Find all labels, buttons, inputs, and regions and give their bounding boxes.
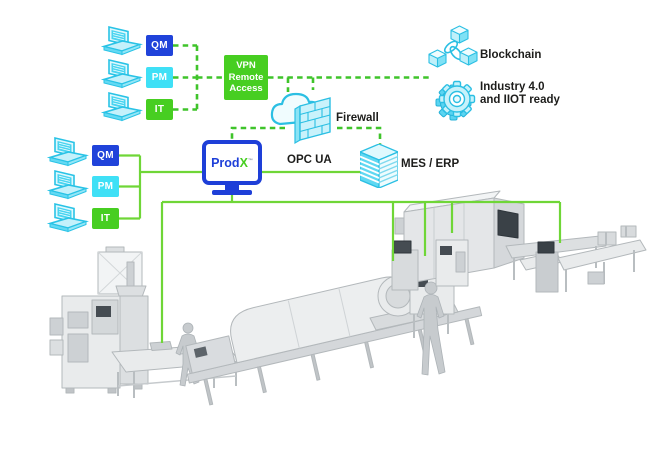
remote-role-qm: QM — [146, 35, 173, 56]
network-lines-solid — [119, 154, 562, 343]
dash-firewall-to-mes — [337, 126, 382, 146]
laptop-icon — [49, 170, 87, 200]
production-line-illustration — [49, 190, 647, 406]
laptop-icon — [103, 26, 141, 56]
server-icon — [360, 144, 398, 188]
vpn-remote-access-box: VPN Remote Access — [224, 55, 268, 100]
mes-erp-label: MES / ERP — [401, 158, 460, 170]
industry-label: Industry 4.0 and IIOT ready — [480, 81, 560, 107]
vpn-line3: Access — [229, 83, 263, 95]
remote-role-pm: PM — [146, 67, 173, 88]
mixing-machine — [49, 246, 149, 394]
dash-firewall-to-prodx — [230, 126, 285, 140]
firewall-label: Firewall — [336, 112, 379, 124]
industry-gear-icon — [435, 80, 476, 121]
blockchain-label: Blockchain — [480, 49, 542, 61]
vpn-line1: VPN — [236, 60, 256, 72]
blockchain-icon — [428, 25, 478, 68]
remote-role-it: IT — [146, 99, 173, 120]
laptop-icon — [49, 137, 87, 167]
worker-figure-2 — [416, 281, 446, 376]
monitor-stand-neck — [225, 184, 239, 191]
cloud-firewall-icon — [270, 92, 331, 145]
prodx-logo: ProdX™ — [211, 155, 253, 170]
local-role-qm: QM — [92, 145, 119, 166]
inspection-station — [519, 225, 647, 293]
laptop-icon — [49, 203, 87, 233]
vpn-line2: Remote — [228, 71, 264, 83]
industry-line2: and IIOT ready — [480, 94, 560, 106]
local-role-it: IT — [92, 208, 119, 229]
laptop-icon — [103, 92, 141, 122]
cooling-tunnel — [185, 276, 483, 406]
prodx-monitor: ProdX™ — [202, 140, 262, 185]
checkweigher-machines — [391, 239, 469, 291]
industry-line1: Industry 4.0 — [480, 81, 545, 93]
opc-ua-label: OPC UA — [287, 154, 332, 166]
local-role-pm: PM — [92, 176, 119, 197]
laptop-icon — [103, 59, 141, 89]
monitor-stand-base — [212, 190, 252, 195]
network-lines-dashed — [173, 44, 429, 146]
